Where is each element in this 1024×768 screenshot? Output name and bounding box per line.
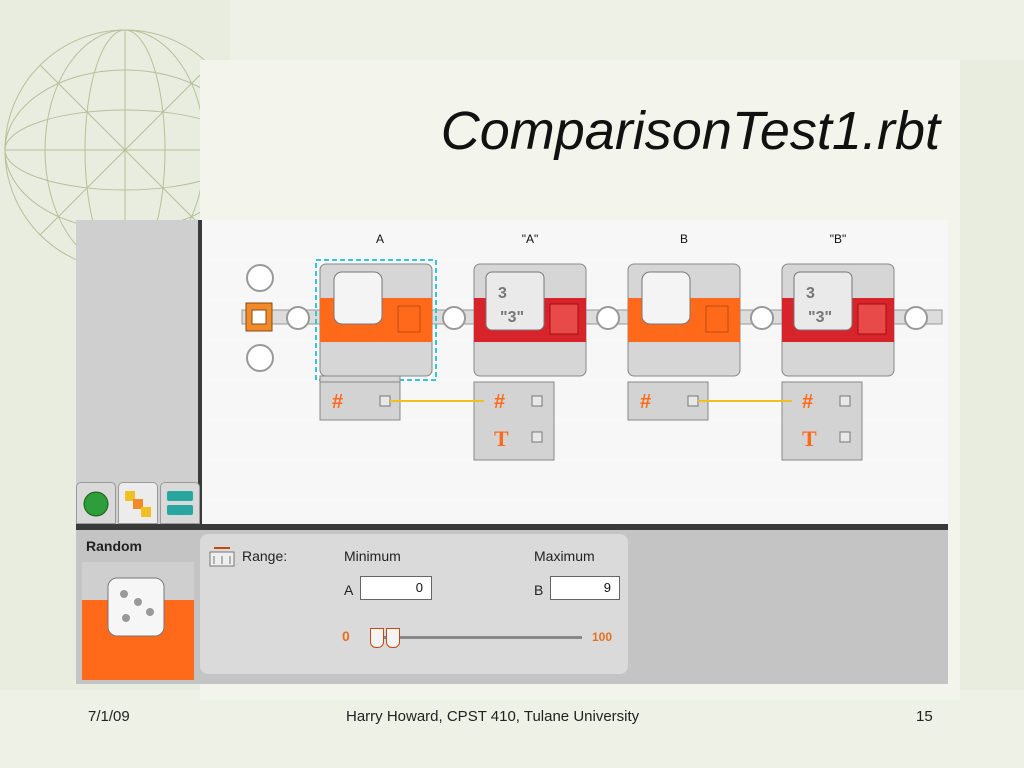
footer-author: Harry Howard, CPST 410, Tulane Universit… — [346, 708, 640, 725]
block-name: Random — [86, 538, 142, 554]
slider-min-handle[interactable] — [370, 628, 384, 648]
svg-text:3: 3 — [498, 285, 507, 302]
tab-complete-palette[interactable] — [118, 482, 158, 524]
svg-text:#: # — [332, 391, 343, 413]
svg-text:3: 3 — [806, 285, 815, 302]
config-settings: Range: Minimum Maximum A 0 B 9 0 100 — [200, 534, 628, 674]
range-slider-track[interactable] — [372, 636, 582, 639]
canvas-gridline — [202, 458, 948, 461]
svg-text:T: T — [802, 426, 817, 451]
range-icon — [209, 547, 235, 567]
block-palette — [76, 220, 200, 528]
svg-text:#: # — [494, 391, 505, 413]
tab-custom-palette[interactable] — [160, 482, 200, 524]
footer-date: 7/1/09 — [88, 708, 130, 725]
number-to-text-block-b: 3 "3" # T — [781, 263, 895, 461]
block-label: "A" — [521, 232, 539, 246]
block-label: B — [679, 232, 688, 246]
number-to-text-icon — [793, 271, 853, 331]
custom-blocks-icon — [167, 491, 193, 515]
canvas-gridline — [202, 498, 948, 501]
maximum-label: Maximum — [534, 548, 595, 564]
dice-icon — [641, 271, 691, 325]
a-label: A — [344, 582, 354, 598]
slide-title: ComparisonTest1.rbt — [440, 101, 940, 161]
canvas-gridline — [202, 258, 948, 261]
random-block-b: # — [627, 263, 741, 421]
b-label: B — [534, 582, 544, 598]
number-to-text-icon — [485, 271, 545, 331]
svg-text:"3": "3" — [808, 309, 832, 326]
minimum-label: Minimum — [344, 548, 401, 564]
nxt-program-screenshot: # 3 "3" # T # — [76, 220, 948, 684]
canvas-gridline — [202, 418, 948, 421]
palette-divider — [198, 220, 202, 528]
config-panel: Random Range: Minimum Maximum A 0 B 9 0 — [76, 530, 948, 684]
dice-icon — [333, 271, 383, 325]
svg-text:"3": "3" — [500, 309, 524, 326]
minimum-input[interactable]: 0 — [360, 576, 432, 600]
program-diagram: # 3 "3" # T # — [241, 259, 943, 461]
dice-icon — [107, 577, 165, 637]
palette-tabs — [76, 482, 200, 526]
block-label: A — [375, 232, 384, 246]
green-circle-icon — [83, 491, 109, 517]
svg-text:#: # — [802, 391, 813, 413]
svg-text:#: # — [640, 391, 651, 413]
slider-min-label: 0 — [342, 628, 350, 644]
footer-page-number: 15 — [916, 708, 933, 725]
tab-common-palette[interactable] — [76, 482, 116, 524]
slider-max-handle[interactable] — [386, 628, 400, 648]
canvas-gridline — [202, 378, 948, 381]
svg-text:T: T — [494, 426, 509, 451]
maximum-input[interactable]: 9 — [550, 576, 620, 600]
slider-max-label: 100 — [592, 630, 613, 644]
number-to-text-block-a: 3 "3" # T — [473, 263, 587, 461]
canvas-divider — [76, 524, 948, 530]
block-label: "B" — [829, 232, 847, 246]
block-preview — [82, 562, 194, 680]
start-point-icon — [245, 264, 310, 372]
blocks-icon — [125, 491, 151, 517]
range-label: Range: — [242, 548, 288, 564]
random-block-a: # — [315, 259, 437, 421]
